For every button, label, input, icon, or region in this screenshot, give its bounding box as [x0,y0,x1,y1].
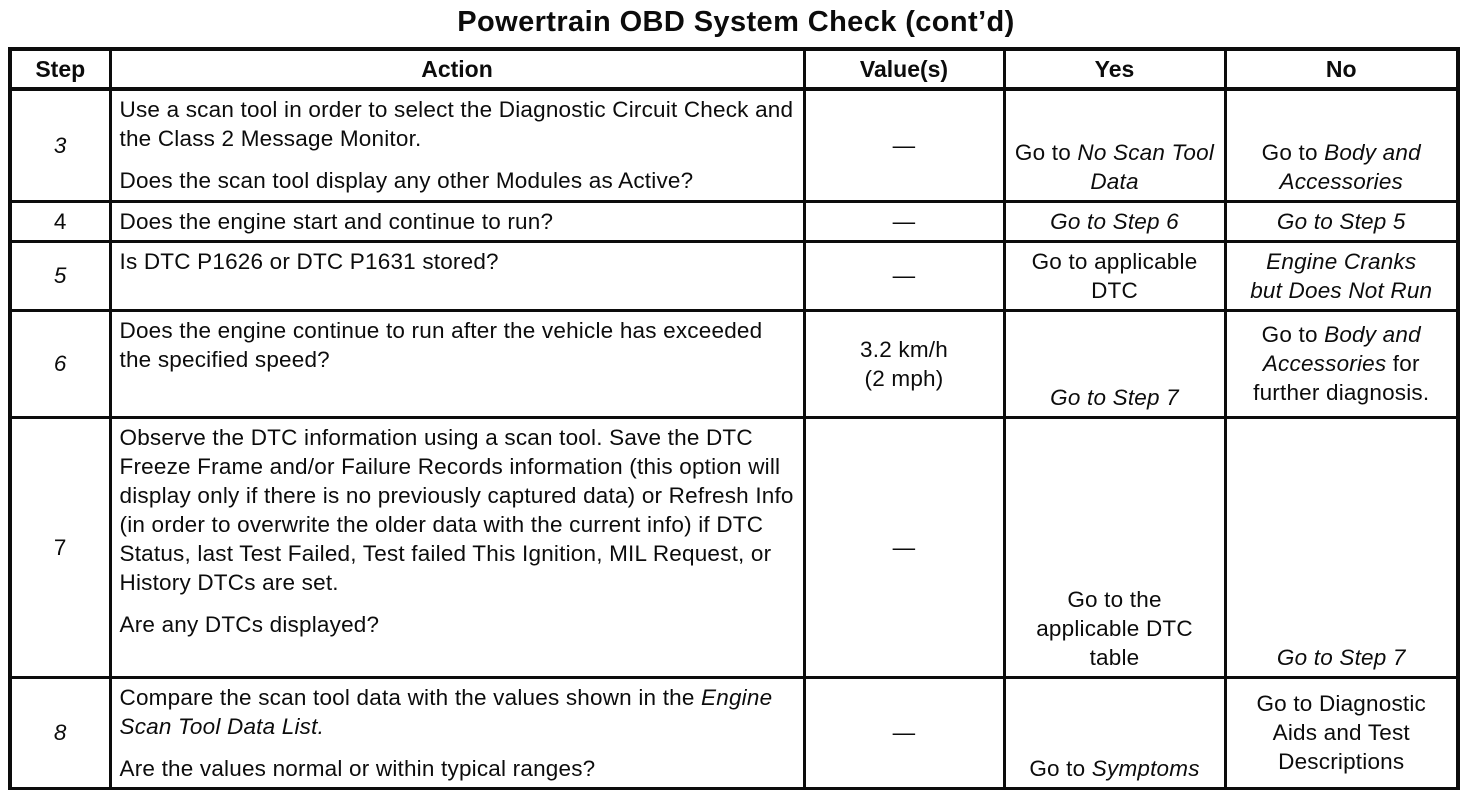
cell-action: Compare the scan tool data with the valu… [108,675,806,790]
cell-text: Aids and Test [1272,720,1410,745]
cell-text: Are any DTCs displayed? [119,611,380,637]
page-title: Powertrain OBD System Check (cont’d) [457,6,1015,38]
cell-text: No Scan Tool Data [1077,139,1215,194]
cell-text: Does the engine continue to run after th… [119,317,763,372]
cell-value: — [802,675,1006,790]
header-row: Step Action Value(s) Yes No [8,47,1460,91]
cell-text: Go to [1014,139,1078,165]
cell-text: Compare the scan tool data with the valu… [119,684,702,710]
cell-no: Go to Step 5 [1223,199,1460,243]
column-header-yes: Yes [1002,47,1227,91]
cell-step: 8 [8,675,112,790]
cell-text: Go to applicable [1031,248,1198,274]
cell-text: Engine Scan Tool Data List. [119,684,773,739]
cell-text: Descriptions [1278,749,1405,774]
cell-text: Are the values normal or within typical … [119,755,596,781]
cell-text: Go to the [1067,586,1162,612]
column-header-step: Step [8,47,112,91]
cell-step: 3 [8,87,112,203]
cell-text: — [892,263,916,288]
cell-text: — [892,132,916,158]
cell-yes: Go to Symptoms [1002,675,1227,790]
table-row: 5 Is DTC P1626 or DTC P1631 stored? — Go to… [8,239,1460,312]
cell-text: — [892,720,916,745]
cell-text: — [892,208,916,234]
cell-text: Go to Step 7 [1276,644,1406,670]
column-header-action: Action [108,47,806,91]
cell-yes: Go to the applicable DTC table [1002,415,1227,679]
cell-text: Go to [1029,755,1092,781]
table-row: 8 Compare the scan tool data with the val… [8,675,1460,790]
cell-text: but Does Not Run [1250,277,1433,303]
cell-step: 4 [8,199,112,243]
cell-action: Observe the DTC information using a scan… [108,415,806,679]
cell-text: Does the engine start and continue to ru… [119,208,554,234]
cell-text: Observe the DTC information using a scan… [119,424,794,595]
cell-value: — [802,199,1006,243]
cell-yes: Go to No Scan Tool Data [1002,87,1227,203]
cell-step: 7 [8,415,112,679]
cell-text: (2 mph) [864,365,944,391]
cell-step: 5 [8,239,112,312]
cell-no: Go to Step 7 [1223,415,1460,679]
cell-text: Does the scan tool display any other Mod… [119,168,694,193]
cell-text: Body and [1324,322,1421,347]
cell-action: Does the engine start and continue to ru… [108,199,806,243]
column-header-values: Value(s) [802,47,1006,91]
cell-value: 3.2 km/h (2 mph) [802,308,1006,419]
cell-text: for [1386,351,1420,376]
cell-yes: Go to Step 6 [1002,199,1227,243]
cell-text: Go to [1261,322,1325,347]
column-header-no: No [1223,47,1460,91]
cell-value: — [802,239,1006,312]
cell-text: Engine Cranks [1266,248,1417,274]
cell-text: further diagnosis. [1253,380,1430,405]
cell-no: Engine Cranks but Does Not Run [1223,239,1460,312]
cell-text: DTC [1091,277,1138,303]
cell-action: Use a scan tool in order to select the D… [108,87,806,203]
cell-text: Is DTC P1626 or DTC P1631 stored? [119,248,499,274]
cell-yes: Go to Step 7 [1002,308,1227,419]
cell-text: Accessories [1262,351,1387,376]
cell-value: — [802,87,1006,203]
cell-action: Is DTC P1626 or DTC P1631 stored? [108,239,806,312]
cell-step: 6 [8,308,112,419]
cell-text: Go to Step 5 [1276,208,1406,234]
cell-value: — [802,415,1006,679]
cell-text: table [1089,644,1140,670]
cell-text: Body and Accessories [1279,139,1421,194]
cell-no: Go to Body and Accessories [1223,87,1460,203]
cell-text: — [892,534,916,560]
table-row: 4 Does the engine start and continue to r… [8,199,1460,243]
cell-action: Does the engine continue to run after th… [108,308,806,419]
cell-text: Go to Step 6 [1050,208,1179,234]
cell-text: 3.2 km/h [860,336,948,362]
cell-text: Go to Step 7 [1050,384,1179,410]
cell-text: Use a scan tool in order to select the D… [119,97,794,151]
cell-text: Go to [1261,139,1325,165]
cell-text: applicable DTC [1036,615,1193,641]
cell-text: Symptoms [1091,755,1200,781]
cell-text: Go to Diagnostic [1256,691,1427,716]
